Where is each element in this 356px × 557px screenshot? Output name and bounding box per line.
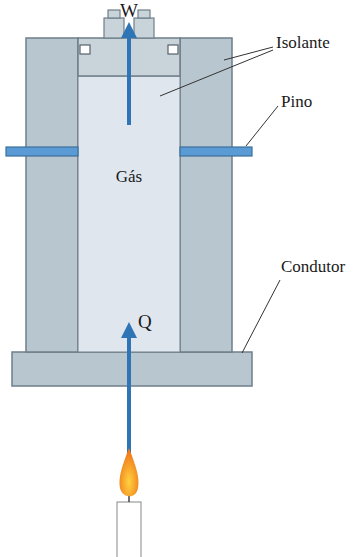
gas-region-label-box: Gás [78, 76, 180, 352]
conductor-base [12, 352, 252, 386]
stop [80, 45, 90, 54]
leader-line [246, 106, 278, 146]
pin [180, 147, 252, 156]
candle [117, 502, 141, 557]
part-name: Isolante [276, 34, 330, 53]
part-name: Condutor [281, 258, 345, 277]
flame [119, 448, 138, 496]
part-name: Pino [281, 93, 312, 112]
leader-line [160, 50, 273, 96]
pin [6, 147, 78, 156]
leader-line [242, 280, 280, 353]
work-arrow [127, 30, 131, 125]
weight-cap [108, 10, 120, 18]
insulating-wall [26, 38, 78, 352]
work-symbol: W [120, 1, 138, 22]
heat-symbol: Q [138, 312, 152, 333]
weight-cap [138, 10, 150, 18]
stop [168, 45, 178, 54]
region-name: Gás [78, 168, 180, 187]
